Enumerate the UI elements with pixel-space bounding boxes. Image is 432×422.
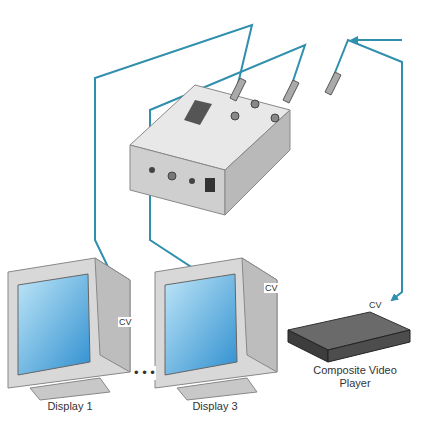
device-caption: Display 1 <box>25 400 115 413</box>
device-caption: Composite Video Player <box>300 364 410 390</box>
distribution-amplifier <box>130 85 290 215</box>
display-monitor <box>8 258 130 400</box>
signal-name: CV <box>264 283 279 293</box>
rca-plugs <box>230 72 341 103</box>
caption-text: Display 1 <box>25 400 115 413</box>
video-player <box>288 312 410 362</box>
caption-text: Composite Video Player <box>300 364 410 390</box>
signal-name: CV <box>368 300 383 310</box>
signal-name: CV <box>118 317 133 327</box>
device-caption: Display 3 <box>170 400 260 413</box>
caption-text: Display 3 <box>170 400 260 413</box>
display-monitor <box>155 258 277 400</box>
ellipsis: • • • <box>133 366 156 380</box>
cables <box>95 25 402 300</box>
